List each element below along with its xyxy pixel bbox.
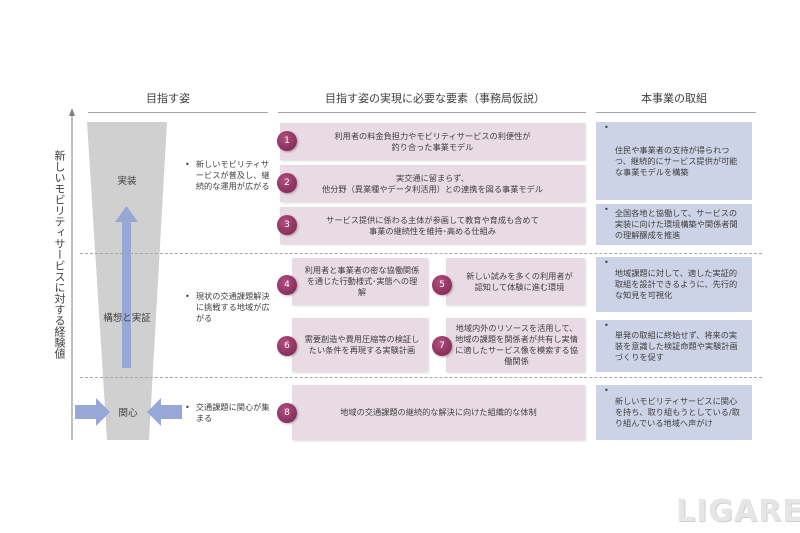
number-badge-1: 1 <box>277 131 297 151</box>
element-box-3: サービス提供に係わる主体が参画して教育や育成も含めて 事業の継続性を維持･高める… <box>280 207 585 244</box>
header-goal: 目指す姿 <box>146 92 190 105</box>
section-divider <box>80 377 762 378</box>
element-box-1: 利用者の料金負担力やモビリティサービスの利便性が 釣り合った事業モデル <box>280 123 585 160</box>
element-box-2: 実交通に留まらず、 他分野（異業種やデータ利活用）との連携を図る事業モデル <box>280 165 585 202</box>
goal-item: •新しいモビリティサービスが普及し、継続的な運用が広がる <box>185 159 270 191</box>
element-box-4: 利用者と事業者の密な協働関係を通じた行動様式･実態への理解 <box>292 258 428 305</box>
number-badge-8: 8 <box>277 403 297 423</box>
initiative-box-4: •単発の取組に終始せず、将来の実装を意識した検証命題や実験計画づくりを促す <box>596 320 752 372</box>
number-badge-7: 7 <box>432 336 452 356</box>
number-badge-4: 4 <box>277 275 297 295</box>
initiative-box-5: •新しいモビリティサービスに関心を持ち、取り組もうとしている/取り組んでいる地域… <box>596 385 752 440</box>
section-divider <box>80 253 762 254</box>
axis-label: 新しいモビリティサービスに対する経験値 <box>53 150 66 359</box>
initiative-box-1: •住民や事業者の支持が得られつつ、継続的にサービス提供が可能な事業モデルを構築 <box>596 122 752 200</box>
right-arrow-icon <box>75 398 110 426</box>
stage-concept-demo: 構想と実証 <box>103 313 151 324</box>
up-arrow-icon <box>115 206 138 368</box>
number-badge-3: 3 <box>277 215 297 235</box>
element-box-5: 新しい試みを多くの利用者が 認知して体験に進む環境 <box>446 258 585 305</box>
initiative-box-2: •全国各地と協働して、サービスの実装に向けた環境構築や関係者間の理解醸成を推進 <box>596 204 752 245</box>
goal-item: •現状の交通課題解決に挑戦する地域が広がる <box>185 291 270 323</box>
number-badge-5: 5 <box>432 275 452 295</box>
header-initiatives: 本事業の取組 <box>641 92 707 105</box>
goal-item: •交通課題に関心が集まる <box>185 402 270 423</box>
axis-arrow-icon <box>69 108 75 116</box>
element-box-8: 地域の交通課題の継続的な解決に向けた組織的な体制 <box>292 385 585 440</box>
stage-implementation: 実装 <box>117 176 137 187</box>
number-badge-2: 2 <box>277 173 297 193</box>
ligare-logo: LIGARE <box>676 494 800 529</box>
number-badge-6: 6 <box>277 336 297 356</box>
header-underline <box>278 112 586 113</box>
element-box-6: 需要創造や費用圧縮等の検証したい条件を再現する実験計画 <box>292 318 428 372</box>
header-underline <box>88 112 268 113</box>
initiative-box-3: •地域課題に対して、適した実証的取組を設計できるように、先行的な知見を可視化 <box>596 257 752 312</box>
header-elements: 目指す姿の実現に必要な要素（事務局仮説） <box>325 92 545 105</box>
header-underline <box>596 112 756 113</box>
element-box-7: 地域内外のリソースを活用して、地域の課題を関係者が共有し実情に適したサービス像を… <box>446 318 585 372</box>
stage-interest: 関心 <box>118 408 138 419</box>
left-arrow-icon <box>147 398 182 426</box>
